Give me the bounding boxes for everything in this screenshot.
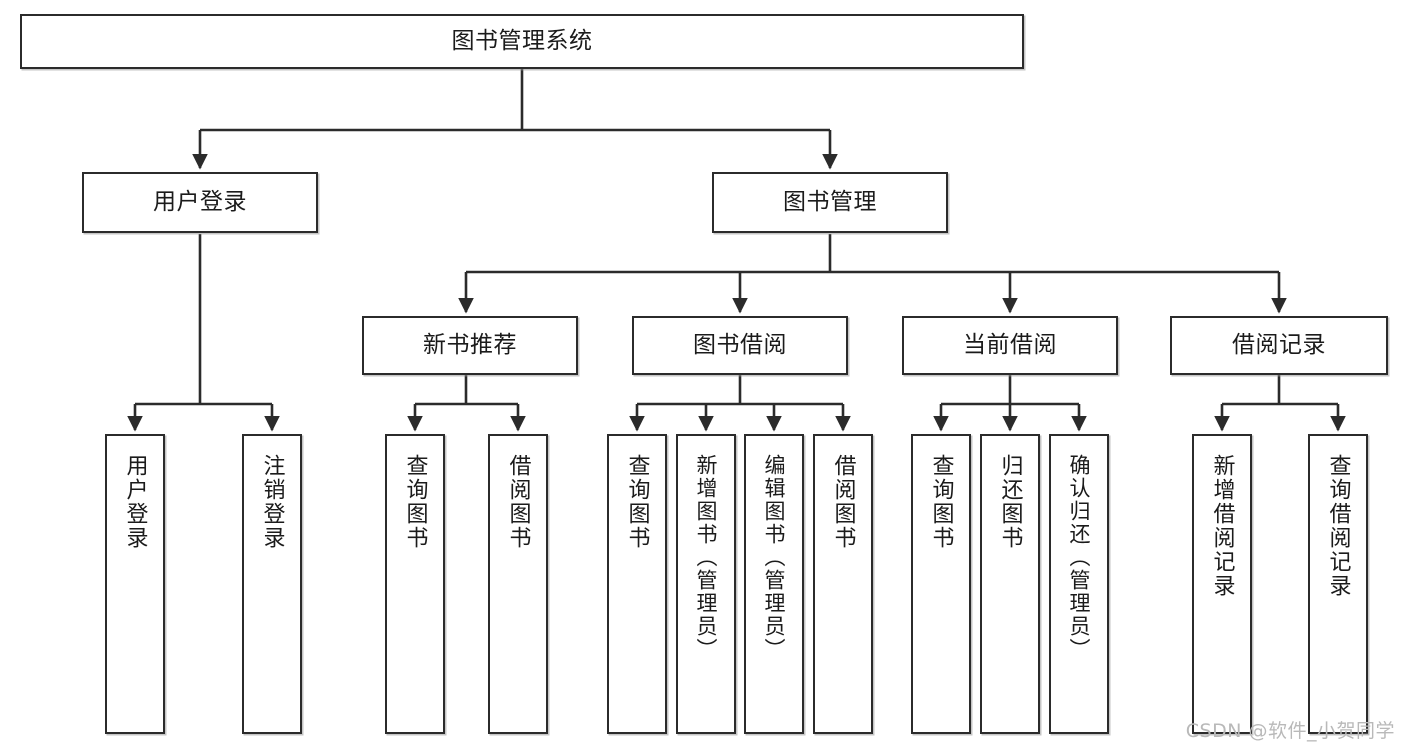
node-root-system[interactable]: 图书管理系统 <box>20 14 1024 69</box>
node-current-borrow[interactable]: 当前借阅 <box>902 316 1118 375</box>
node-label: 图书管理系统 <box>451 27 593 54</box>
node-borrow-record[interactable]: 借阅记录 <box>1170 316 1388 375</box>
node-book-management[interactable]: 图书管理 <box>712 172 948 233</box>
leaf-return-book[interactable]: 归还图书 <box>980 434 1040 734</box>
leaf-query-book-borrow[interactable]: 查询图书 <box>607 434 667 734</box>
leaf-user-login[interactable]: 用户登录 <box>105 434 165 734</box>
node-label: 图书管理 <box>783 188 877 215</box>
leaf-add-borrow-record[interactable]: 新增借阅记录 <box>1192 434 1252 734</box>
node-label: 查询图书 <box>624 454 650 550</box>
node-label: 新增图书（管理员） <box>694 454 719 661</box>
node-label: 编辑图书（管理员） <box>762 454 787 661</box>
node-label: 图书借阅 <box>693 331 787 358</box>
node-book-borrow[interactable]: 图书借阅 <box>632 316 848 375</box>
node-label: 借阅图书 <box>505 454 531 550</box>
leaf-query-book-newbook[interactable]: 查询图书 <box>385 434 445 734</box>
node-label: 归还图书 <box>997 454 1023 550</box>
node-label: 注销登录 <box>259 454 285 550</box>
node-user-login[interactable]: 用户登录 <box>82 172 318 233</box>
leaf-query-book-current[interactable]: 查询图书 <box>911 434 971 734</box>
node-label: 查询图书 <box>402 454 428 550</box>
leaf-borrow-book[interactable]: 借阅图书 <box>813 434 873 734</box>
node-label: 新书推荐 <box>423 331 517 358</box>
leaf-borrow-book-newbook[interactable]: 借阅图书 <box>488 434 548 734</box>
node-label: 用户登录 <box>122 454 148 550</box>
node-label: 查询借阅记录 <box>1325 454 1351 598</box>
node-label: 用户登录 <box>153 188 247 215</box>
leaf-logout[interactable]: 注销登录 <box>242 434 302 734</box>
node-label: 借阅记录 <box>1232 331 1326 358</box>
node-label: 借阅图书 <box>830 454 856 550</box>
leaf-confirm-return-admin[interactable]: 确认归还（管理员） <box>1049 434 1109 734</box>
node-new-book-recommend[interactable]: 新书推荐 <box>362 316 578 375</box>
leaf-query-borrow-record[interactable]: 查询借阅记录 <box>1308 434 1368 734</box>
leaf-edit-book-admin[interactable]: 编辑图书（管理员） <box>744 434 804 734</box>
node-label: 新增借阅记录 <box>1209 454 1235 598</box>
watermark-text: CSDN @软件_小贺同学 <box>1185 720 1395 742</box>
node-label: 当前借阅 <box>963 331 1057 358</box>
node-label: 查询图书 <box>928 454 954 550</box>
node-label: 确认归还（管理员） <box>1067 454 1092 661</box>
leaf-add-book-admin[interactable]: 新增图书（管理员） <box>676 434 736 734</box>
